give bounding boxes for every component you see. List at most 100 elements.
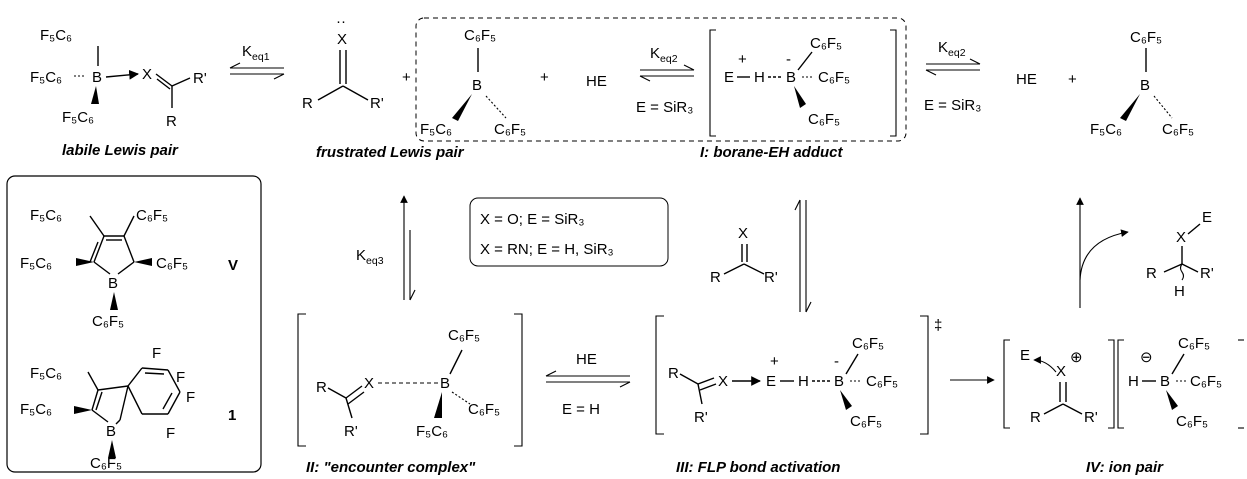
ion-x: X bbox=[1056, 363, 1066, 380]
ion-r: R bbox=[1030, 409, 1041, 426]
substrate-x: X bbox=[738, 225, 748, 242]
activation-r-prime: R' bbox=[694, 409, 708, 426]
v-c6f5-mr: C₆F₅ bbox=[156, 255, 188, 272]
labile-c6f5-left: F₅C₆ bbox=[30, 69, 62, 86]
adduct-plus: + bbox=[738, 51, 747, 68]
labile-r-prime: R' bbox=[193, 70, 207, 87]
caption-flp-bond-activation: III: FLP bond activation bbox=[676, 459, 840, 476]
ion-r-prime: R' bbox=[1084, 409, 1098, 426]
encounter-c6f5-right: C₆F₅ bbox=[468, 401, 500, 418]
ion-pair-structure: E X ⊕ R R' ⊖ H B C₆F₅ C₆F₅ C₆F₅ bbox=[1003, 335, 1244, 430]
substrate-structure: X R R' bbox=[710, 225, 778, 286]
one-f-4: F bbox=[166, 425, 175, 442]
activation-x: X bbox=[718, 373, 728, 390]
one-c6f5-tl: F₅C₆ bbox=[30, 365, 62, 382]
keq2a-condition: E = SiR₃ bbox=[636, 99, 693, 116]
product-boron: B bbox=[1140, 77, 1150, 94]
adduct-c6f5-right: C₆F₅ bbox=[818, 69, 850, 86]
plus-sign-2: + bbox=[540, 69, 549, 86]
labile-lewis-pair-structure: F₅C₆ F₅C₆ B X R' R F₅C₆ labile Lewis pai… bbox=[30, 27, 207, 159]
borane-structures-box bbox=[6, 175, 262, 473]
keq2b-condition: E = SiR₃ bbox=[924, 97, 981, 114]
one-f-2: F bbox=[176, 369, 185, 386]
condition-line-1: X = O; E = SiR₃ bbox=[480, 211, 584, 228]
activation-c6f5-top: C₆F₅ bbox=[852, 335, 884, 352]
v-c6f5-tl: F₅C₆ bbox=[30, 207, 62, 224]
reduced-h: H bbox=[1174, 283, 1185, 300]
activation-plus: + bbox=[770, 353, 779, 370]
condition-line-2: X = RN; E = H, SiR₃ bbox=[480, 241, 614, 258]
labile-c6f5-bottom: F₅C₆ bbox=[62, 109, 94, 126]
activation-minus: - bbox=[834, 353, 839, 370]
encounter-c6f5-top: C₆F₅ bbox=[448, 327, 480, 344]
free-r: R bbox=[302, 95, 313, 112]
dissociated-products-structure: HE + C₆F₅ B F₅C₆ C₆F₅ bbox=[1016, 29, 1194, 138]
borane-label-v: V bbox=[228, 257, 238, 274]
frustrated-pair-dashed-box bbox=[415, 17, 907, 142]
ion-hydride: H bbox=[1128, 373, 1139, 390]
one-c6f5-bottom: C₆F₅ bbox=[90, 455, 122, 472]
borane-eh-adduct-structure: + E H - B C₆F₅ C₆F₅ C₆F₅ bbox=[709, 29, 897, 137]
borane-c6f5-top: C₆F₅ bbox=[464, 27, 496, 44]
caption-borane-eh-adduct: I: borane-EH adduct bbox=[700, 144, 844, 161]
reduced-r: R bbox=[1146, 265, 1157, 282]
encounter-c6f5-bottom: F₅C₆ bbox=[416, 423, 448, 440]
he-reagent: HE bbox=[586, 73, 607, 90]
activation-e: E bbox=[766, 373, 776, 390]
keq1-equilibrium: Keq1 bbox=[229, 43, 285, 80]
labile-c6f5-top: F₅C₆ bbox=[40, 27, 72, 44]
v-c6f5-ml: F₅C₆ bbox=[20, 255, 52, 272]
he-equilibrium: HE E = H bbox=[545, 351, 631, 418]
reduced-x: X bbox=[1176, 229, 1186, 246]
borole-v-structure: F₅C₆ C₆F₅ F₅C₆ C₆F₅ B C₆F₅ V bbox=[20, 207, 238, 330]
ion-oplus: ⊕ bbox=[1070, 349, 1083, 366]
free-x: X bbox=[337, 31, 347, 48]
free-r-prime: R' bbox=[370, 95, 384, 112]
activation-r: R bbox=[668, 365, 679, 382]
lone-pair: ·· bbox=[336, 13, 346, 30]
caption-ion-pair: IV: ion pair bbox=[1086, 459, 1164, 476]
one-f-3: F bbox=[186, 389, 195, 406]
plus-sign-1: + bbox=[402, 69, 411, 86]
borane-c6f5-right: C₆F₅ bbox=[494, 121, 526, 138]
borane-label-1: 1 bbox=[228, 407, 236, 424]
reduced-e: E bbox=[1202, 209, 1212, 226]
plus-sign-3: + bbox=[1068, 71, 1077, 88]
reduced-product-structure: E X R R' H bbox=[1146, 209, 1214, 300]
reduced-r-prime: R' bbox=[1200, 265, 1214, 282]
encounter-boron: B bbox=[440, 375, 450, 392]
adduct-minus: - bbox=[786, 51, 791, 68]
encounter-r: R bbox=[316, 379, 327, 396]
caption-labile-lewis-pair: labile Lewis pair bbox=[62, 142, 179, 159]
ion-boron: B bbox=[1160, 373, 1170, 390]
flp-activation-structure: ‡ R R' X + E H - B C₆F₅ C₆F₅ C₆F₅ bbox=[655, 315, 942, 435]
keq2b-label: Keq2 bbox=[938, 39, 966, 59]
borane-c6f5-left: F₅C₆ bbox=[420, 121, 452, 138]
product-c6f5-right: C₆F₅ bbox=[1162, 121, 1194, 138]
transition-state-dagger: ‡ bbox=[934, 317, 942, 334]
activation-c6f5-right: C₆F₅ bbox=[866, 373, 898, 390]
caption-encounter-complex: II: "encounter complex" bbox=[306, 459, 476, 476]
keq3-equilibrium: Keq3 bbox=[356, 195, 416, 301]
ion-e: E bbox=[1020, 347, 1030, 364]
free-borane-structure: C₆F₅ B F₅C₆ C₆F₅ + HE bbox=[420, 27, 607, 138]
keq2-equilibrium-a: Keq2 E = SiR₃ bbox=[636, 45, 695, 116]
one-boron: B bbox=[106, 423, 116, 440]
ion-ominus: ⊖ bbox=[1140, 349, 1153, 366]
keq1-label: Keq1 bbox=[242, 43, 270, 63]
adduct-c6f5-top: C₆F₅ bbox=[810, 35, 842, 52]
ion-c6f5-top: C₆F₅ bbox=[1178, 335, 1210, 352]
caption-frustrated-lewis-pair: frustrated Lewis pair bbox=[316, 144, 465, 161]
labile-boron: B bbox=[92, 69, 102, 86]
one-f-1: F bbox=[152, 345, 161, 362]
activation-h: H bbox=[798, 373, 809, 390]
free-lewis-base-structure: ·· X R R' + bbox=[302, 13, 411, 112]
adduct-boron: B bbox=[786, 69, 796, 86]
one-c6f5-ml: F₅C₆ bbox=[20, 401, 52, 418]
substrate-equilibrium-arrows bbox=[794, 199, 812, 313]
encounter-r-prime: R' bbox=[344, 423, 358, 440]
product-c6f5-top: C₆F₅ bbox=[1130, 29, 1162, 46]
encounter-x: X bbox=[364, 375, 374, 392]
keq2a-label: Keq2 bbox=[650, 45, 678, 65]
